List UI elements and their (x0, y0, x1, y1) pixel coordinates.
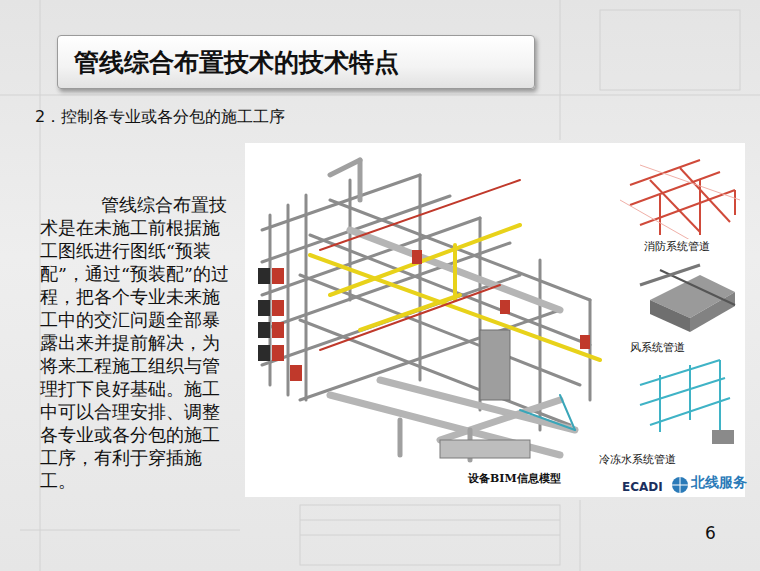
chiller-block (712, 430, 734, 444)
figure-caption: 设备BIM信息模型 (466, 471, 563, 486)
fire-pipe-figure-thin (620, 165, 740, 240)
figure-caption: 风系统管道 (628, 340, 687, 355)
logo-text: 北线服务 (691, 474, 747, 492)
logo-text: ECADI (622, 480, 663, 494)
bim-model (258, 160, 600, 460)
figure-caption: 冷冻水系统管道 (597, 452, 678, 467)
figure-caption: 消防系统管道 (642, 239, 712, 254)
subtitle: 2．控制各专业或各分包的施工工序 (35, 107, 285, 128)
title-text: 管线综合布置技术的技术特点 (74, 46, 399, 79)
fire-pipe-figure (630, 160, 735, 235)
page-number: 6 (705, 523, 716, 543)
title-box: 管线综合布置技术的技术特点 (57, 35, 535, 89)
chilled-water-figure (640, 360, 730, 440)
air-duct-figure (640, 265, 735, 332)
logo-globe (672, 477, 688, 493)
body-paragraph: 管线综合布置技术是在未施工前根据施工图纸进行图纸“预装配”，通过“预装配”的过程… (40, 194, 230, 493)
image-panel (245, 143, 745, 497)
